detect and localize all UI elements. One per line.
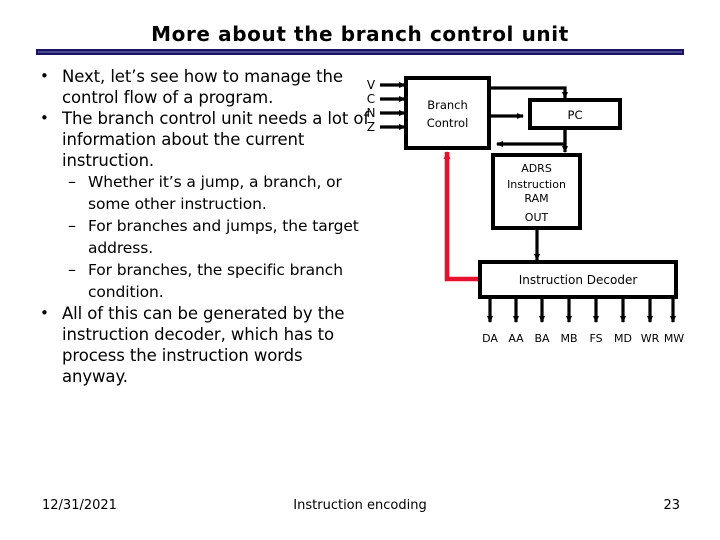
decoder-output-label-da: DA [482, 332, 498, 345]
footer-subject: Instruction encoding [293, 498, 427, 513]
footer-date: 12/31/2021 [42, 498, 117, 513]
pc-label: PC [568, 108, 583, 122]
list-item: – For branches and jumps, the target add… [40, 215, 370, 259]
decoder-output-label-ba: BA [534, 332, 550, 345]
decoder-output-arrows [487, 297, 676, 323]
list-item: • Next, let’s see how to manage the cont… [40, 66, 370, 108]
flag-label-n: N [367, 106, 376, 120]
bullet-text: Whether it’s a jump, a branch, or some o… [88, 173, 342, 213]
footer-page-number: 23 [663, 498, 680, 513]
decoder-output-label-md: MD [614, 332, 632, 345]
list-item: • All of this can be generated by the in… [40, 303, 370, 387]
bullet-marker: • [40, 109, 49, 127]
slide-footer: 12/31/2021 Instruction encoding 23 [0, 498, 720, 522]
wire-decoder-to-branch-control-highlight [443, 151, 480, 282]
wire-pc-feedback-to-branch-control [496, 128, 567, 147]
instruction-ram-label-line2: RAM [524, 192, 548, 205]
branch-control-block: Branch Control [404, 76, 491, 150]
instruction-ram-block: ADRS Instruction RAM OUT [491, 153, 582, 230]
list-item: – For branches, the specific branch cond… [40, 259, 370, 303]
divider-bar-inner [38, 51, 682, 53]
branch-control-label-line1: Branch [427, 98, 468, 112]
flag-label-c: C [367, 92, 375, 106]
bullet-text: For branches and jumps, the target addre… [88, 217, 359, 257]
list-item: – Whether it’s a jump, a branch, or some… [40, 171, 370, 215]
list-item: • The branch control unit needs a lot of… [40, 108, 370, 171]
bullet-text: For branches, the specific branch condit… [88, 261, 343, 301]
flag-label-v: V [367, 78, 376, 92]
pc-block: PC [528, 98, 622, 130]
bullet-marker: – [68, 172, 76, 191]
flag-input-arrows [380, 82, 406, 130]
decoder-output-label-wr: WR [641, 332, 660, 345]
bullet-text: All of this can be generated by the inst… [62, 304, 345, 386]
decoder-output-label-fs: FS [589, 332, 602, 345]
instruction-ram-out-label: OUT [525, 211, 549, 224]
decoder-output-label-aa: AA [508, 332, 524, 345]
title-divider [36, 49, 684, 55]
bullet-marker: – [68, 260, 76, 279]
wire-branch-control-to-pc-top [489, 86, 568, 99]
bullet-marker: • [40, 304, 49, 322]
bullet-text: Next, let’s see how to manage the contro… [62, 67, 343, 107]
instruction-ram-label-line1: Instruction [507, 178, 566, 191]
instruction-ram-adrs-label: ADRS [521, 162, 552, 175]
bullet-text: The branch control unit needs a lot of i… [62, 109, 370, 170]
flag-label-z: Z [367, 120, 375, 134]
bullet-marker: – [68, 216, 76, 235]
decoder-output-label-mw: MW [664, 332, 684, 345]
branch-control-datapath-diagram: V C N Z Branch Control PC ADRS Instru [360, 66, 700, 356]
instruction-decoder-block: Instruction Decoder [478, 260, 678, 299]
bullet-marker: • [40, 67, 49, 85]
bullet-list: • Next, let’s see how to manage the cont… [40, 66, 370, 387]
instruction-decoder-label: Instruction Decoder [519, 273, 638, 287]
decoder-output-label-mb: MB [560, 332, 577, 345]
page-title: More about the branch control unit [151, 22, 569, 46]
branch-control-label-line2: Control [427, 116, 469, 130]
